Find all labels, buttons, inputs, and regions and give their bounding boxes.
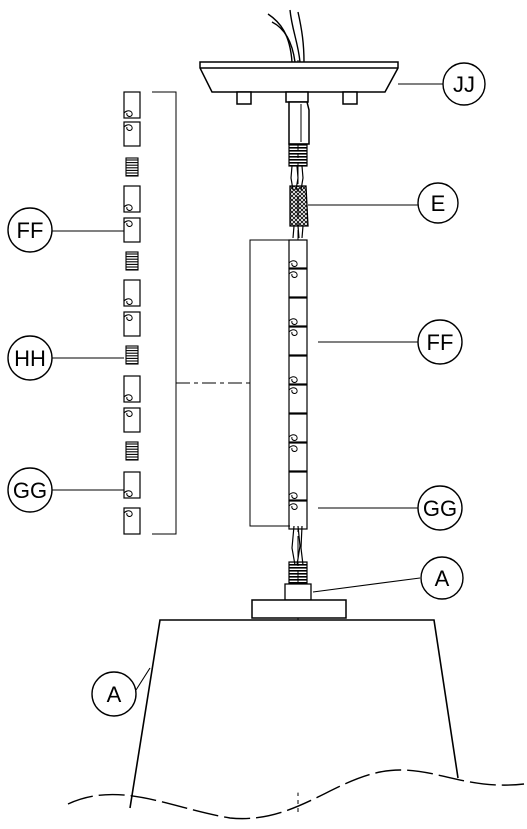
fixture-break-line (67, 769, 525, 820)
left-chain-link-0 (123, 91, 141, 119)
brackets (152, 91, 290, 535)
svg-text:A: A (435, 566, 450, 591)
leader-lines (52, 83, 446, 691)
svg-text:FF: FF (17, 218, 44, 243)
right-chain-link-6 (288, 413, 308, 443)
chain-right (288, 239, 308, 530)
callout-a-connector: A (420, 556, 464, 600)
connector-nut (284, 583, 312, 601)
svg-text:HH: HH (14, 346, 46, 371)
connector-cap (251, 599, 347, 619)
callout-e: E (417, 182, 459, 224)
right-chain-link-1 (288, 268, 308, 298)
callout-ff-right: FF (417, 319, 463, 365)
left-chain-link-6 (123, 375, 141, 403)
callout-gg-right: GG (417, 485, 463, 531)
fixture-body (129, 619, 459, 809)
right-chain-link-5 (288, 384, 308, 414)
right-chain-link-7 (288, 442, 308, 472)
right-chain-link-8 (288, 471, 308, 501)
left-chain-link-2 (123, 185, 141, 213)
left-chain-link-5 (123, 311, 141, 337)
callout-hh: HH (7, 335, 53, 381)
cable-mid (292, 225, 304, 239)
callout-a-body: A (91, 671, 137, 717)
left-chain-coil-1 (125, 251, 139, 271)
cord-grip (289, 185, 309, 227)
right-chain-link-9 (288, 500, 308, 530)
left-chain-link-3 (123, 217, 141, 243)
svg-text:E: E (431, 191, 446, 216)
right-chain-link-0 (288, 239, 308, 269)
left-chain-coil-0 (125, 157, 139, 177)
left-chain-link-1 (123, 121, 141, 147)
svg-text:JJ: JJ (453, 72, 475, 97)
canopy (199, 61, 399, 145)
left-chain-link-8 (123, 471, 141, 499)
right-chain-link-4 (288, 355, 308, 385)
canopy-thread (288, 143, 308, 167)
callout-gg-left: GG (7, 467, 53, 513)
left-chain-coil-2 (125, 345, 139, 365)
left-chain-link-4 (123, 279, 141, 307)
top-wires (267, 9, 305, 63)
left-chain-link-7 (123, 407, 141, 433)
chain-left (123, 91, 141, 535)
cable-lower (291, 525, 304, 566)
svg-text:GG: GG (423, 496, 457, 521)
right-chain-link-3 (288, 326, 308, 356)
callout-ff-left: FF (7, 207, 53, 253)
callout-jj: JJ (442, 62, 486, 106)
right-chain-link-2 (288, 297, 308, 327)
svg-text:GG: GG (13, 478, 47, 503)
connector-thread (288, 561, 308, 585)
svg-text:FF: FF (427, 330, 454, 355)
left-chain-coil-3 (125, 441, 139, 461)
left-chain-link-9 (123, 507, 141, 535)
svg-text:A: A (107, 682, 122, 707)
